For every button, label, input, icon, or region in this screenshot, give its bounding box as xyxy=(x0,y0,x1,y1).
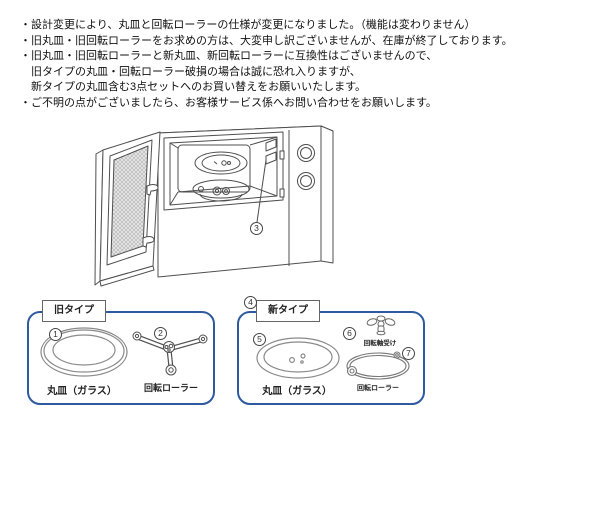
notice-line: 旧タイプの丸皿・回転ローラー破損の場合は誠に恐れ入りますが、 xyxy=(20,65,361,78)
shaft-bearing-label: 回転軸受け xyxy=(363,340,397,347)
notice-line: ・設計変更により、丸皿と回転ローラーの仕様が変更になりました。（機能は変わりませ… xyxy=(20,19,476,31)
new-plate-label: 丸皿（ガラス） xyxy=(262,386,332,397)
notice-line: ・旧丸皿・旧回転ローラーと新丸皿、新回転ローラーに互換性はございませんので、 xyxy=(20,50,438,63)
callout-2-old-roller: 2 xyxy=(154,327,167,340)
callout-1-old-plate: 1 xyxy=(49,328,62,341)
notice-text-block: ・設計変更により、丸皿と回転ローラーの仕様が変更になりました。（機能は変わりませ… xyxy=(20,18,586,112)
old-type-panel-title: 旧タイプ xyxy=(42,300,106,322)
new-type-panel-title: 新タイプ xyxy=(256,300,320,322)
callout-7-new-roller: 7 xyxy=(402,347,415,360)
callout-4-new-set: 4 xyxy=(244,296,257,309)
microwave-diagram xyxy=(94,125,334,287)
callout-3-shaft: 3 xyxy=(250,222,263,235)
notice-line: 新タイプの丸皿含む3点セットへのお買い替えをお願いいたします。 xyxy=(20,81,367,94)
callout-5-new-plate: 5 xyxy=(253,333,266,346)
notice-line: ・旧丸皿・旧回転ローラーをお求めの方は、大変申し訳ございませんが、在庫が終了して… xyxy=(20,34,513,47)
new-roller-label: 回転ローラー xyxy=(357,385,399,392)
notice-line: ・ご不明の点がございましたら、お客様サービス係へお問い合わせをお願いします。 xyxy=(20,96,437,109)
old-roller-label: 回転ローラー xyxy=(143,383,198,393)
callout-6-bearing: 6 xyxy=(343,327,356,340)
old-plate-label: 丸皿（ガラス） xyxy=(47,386,117,397)
